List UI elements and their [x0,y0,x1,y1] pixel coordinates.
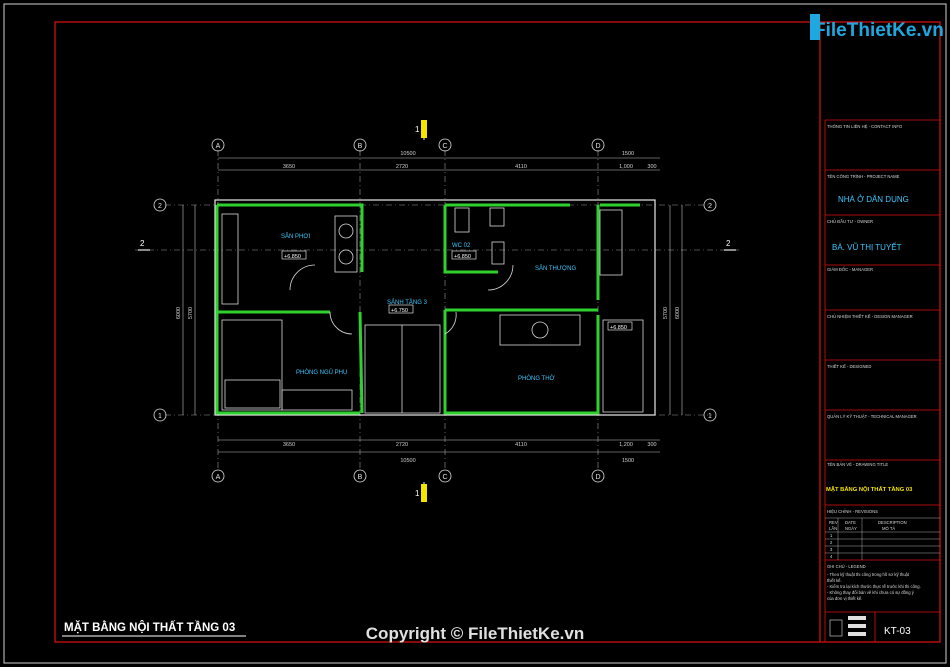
grid-row-1-right: 1 [708,413,712,420]
dim-bottom-seg-1: 3650 [283,442,295,448]
rev-col-desc: DESCRIPTION [878,520,907,525]
section-label-left: 2 [140,239,145,248]
furniture-lines [221,207,644,414]
dim-bottom-right: 1500 [622,458,634,464]
grid-col-d-bottom: D [595,474,600,481]
grid-row-1-left: 1 [158,413,162,420]
level-phong-tho: +6.850 [610,325,627,331]
dim-top-total: 10500 [400,151,415,157]
label-project-name: TÊN CÔNG TRÌNH - PROJECT NAME [827,174,900,179]
rev-row-1: 1 [830,533,833,538]
outer-wall [214,199,656,416]
label-design-manager: CHỦ NHIỆM THIẾT KẾ - DESIGN MANAGER [827,314,913,319]
titleblock-values: NHÀ Ở DÂN DỤNG BÀ. VŨ THỊ TUYẾT MẶT BẰNG… [826,195,913,493]
section-label-bottom: 1 [415,489,420,498]
label-technical: QUẢN LÝ KỸ THUẬT - TECHNICAL MANAGER [827,414,917,419]
logo-text: FileThietKe.vn [814,20,944,41]
rev-sub-date: NGÀY [845,526,857,531]
label-legend: GHI CHÚ - LEGEND [827,564,866,569]
label-drawing-title: TÊN BẢN VẼ - DRAWING TITLE [827,462,888,467]
drawing-title-value: MẶT BẰNG NỘI THẤT TẦNG 03 [826,485,913,493]
grid-row-2-left: 2 [158,203,162,210]
dim-left-inner: 5700 [188,307,194,319]
dim-bottom-seg-2: 2720 [396,442,408,448]
label-revision: HIỆU CHỈNH - REVISIONS [827,509,878,514]
room-san-phoi: SÂN PHƠI [281,233,310,240]
rev-row-2: 2 [830,540,833,545]
label-owner: CHỦ ĐẦU TƯ - OWNER [827,219,873,224]
logo: FileThietKe.vn [810,14,944,41]
section-marker-top [421,120,427,138]
grid-col-a-bottom: A [216,474,221,481]
revision-table [825,517,940,560]
level-sanh: +6.750 [391,308,408,314]
grid-col-c-bottom: C [442,474,447,481]
grid-row-2-right: 2 [708,203,712,210]
dim-bottom-total: 10500 [400,458,415,464]
outer-border [3,3,947,664]
dim-left-outer: 6000 [176,307,182,319]
sheet-code: KT-03 [884,626,911,637]
room-phong-ngu-phu: PHÒNG NGỦ PHỤ [296,369,347,376]
room-phong-tho: PHÒNG THỜ [518,375,555,382]
titleblock-labels: THÔNG TIN LIÊN HỆ - CONTACT INFO TÊN CÔN… [827,124,921,601]
dim-top-seg-3: 4110 [515,164,527,170]
label-contact: THÔNG TIN LIÊN HỆ - CONTACT INFO [827,124,903,129]
dim-right-inner: 5700 [663,307,669,319]
rev-col-rev: REV [829,520,838,525]
dim-top-seg-4: 1,000 [619,164,633,170]
legend-line-2: thiết kế. [827,578,842,583]
level-san-phoi: +6.850 [284,254,301,260]
titleblock-grid [824,119,940,642]
project-name: NHÀ Ở DÂN DỤNG [838,195,909,204]
rev-row-3: 3 [830,547,833,552]
grid-col-a-top: A [216,143,221,150]
floor-plan: 1 1 2 2 [138,120,736,502]
room-wc02: WC 02 [452,243,471,249]
grid-col-b-top: B [358,143,363,150]
dim-bottom-seg-5: 300 [647,442,656,448]
drawing-frame [54,21,941,643]
room-labels: SÂN PHƠI +6.850 WC 02 +6.850 SÂN THƯỢNG … [281,233,633,382]
legend-line-1: - Theo kỹ thuật thi công trong hồ sơ kỹ … [827,572,910,577]
legend-line-3: - Kiểm tra lại kích thước thực tế trước … [827,584,921,589]
owner-name: BÀ. VŨ THỊ TUYẾT [832,242,902,252]
dimension-texts: 10500 1500 3650 2720 4110 1,000 300 3650… [176,151,681,464]
section-marker-bottom [421,484,427,502]
copyright-watermark: Copyright © FileThietKe.vn [366,624,584,643]
dim-bottom-seg-3: 4110 [515,442,527,448]
rev-sub-rev: LẦN [829,526,837,531]
grid-col-c-top: C [442,143,447,150]
label-designed: THIẾT KẾ - DESIGNED [827,364,871,369]
sheet-number-block: KT-03 [829,616,911,637]
rev-row-4: 4 [830,554,833,559]
label-manager: GIÁM ĐỐC - MANAGER [827,267,873,272]
dim-bottom-seg-4: 1,200 [619,442,633,448]
dim-top-seg-2: 2720 [396,164,408,170]
section-label-right: 2 [726,239,731,248]
dimension-lines [182,157,683,453]
grid-col-b-bottom: B [358,474,363,481]
sheet-title: MẶT BẰNG NỘI THẤT TẦNG 03 [64,621,235,634]
rev-col-date: DATE [845,520,856,525]
dim-top-seg-1: 3650 [283,164,295,170]
grid-lines [135,150,740,470]
grid-bubbles [153,138,717,483]
section-label-top: 1 [415,125,420,134]
dim-top-right: 1500 [622,151,634,157]
dim-right-outer: 6000 [675,307,681,319]
grid-bubble-labels: A B C D A B C D 2 1 2 1 [158,143,712,481]
legend-line-5: của đơn vị thiết kế. [827,596,862,601]
wall-outline [215,203,640,415]
level-wc02: +6.850 [454,254,471,260]
dim-top-seg-5: 300 [647,164,656,170]
room-san-thuong: SÂN THƯỢNG [535,265,576,272]
rev-sub-desc: MÔ TẢ [882,526,895,531]
grid-col-d-top: D [595,143,600,150]
room-sanh-tang-3: SẢNH TẦNG 3 [387,299,428,306]
legend-line-4: - Không thay đổi bản vẽ khi chưa có sự đ… [827,590,915,595]
